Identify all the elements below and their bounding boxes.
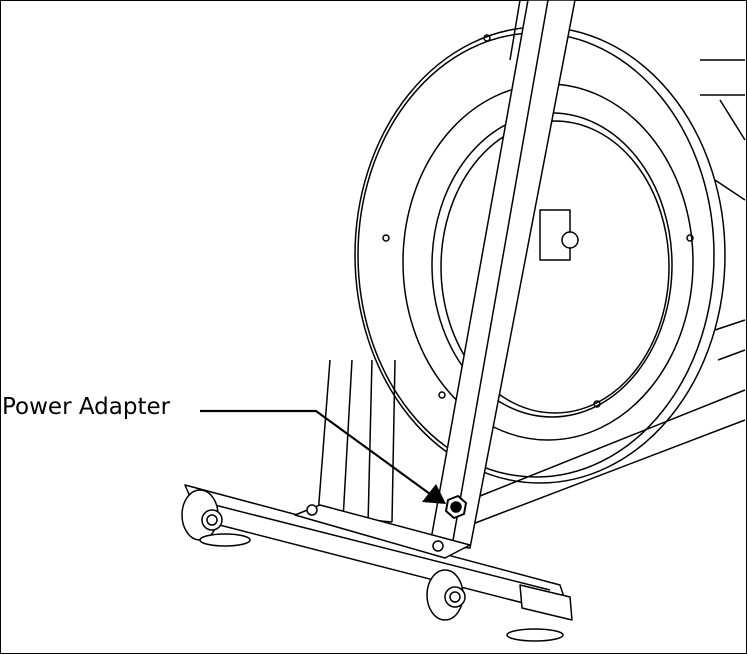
power-adapter-label: Power Adapter: [2, 394, 171, 420]
arrowhead-icon: [422, 484, 446, 504]
support-tubes: [317, 359, 396, 526]
callout-leader-line: [200, 409, 446, 504]
transport-wheels: [181, 489, 564, 642]
power-adapter-port: [445, 495, 467, 519]
base-stabilizer: [184, 484, 573, 621]
upright-tube: [429, 0, 576, 549]
rear-frame: [469, 59, 746, 526]
